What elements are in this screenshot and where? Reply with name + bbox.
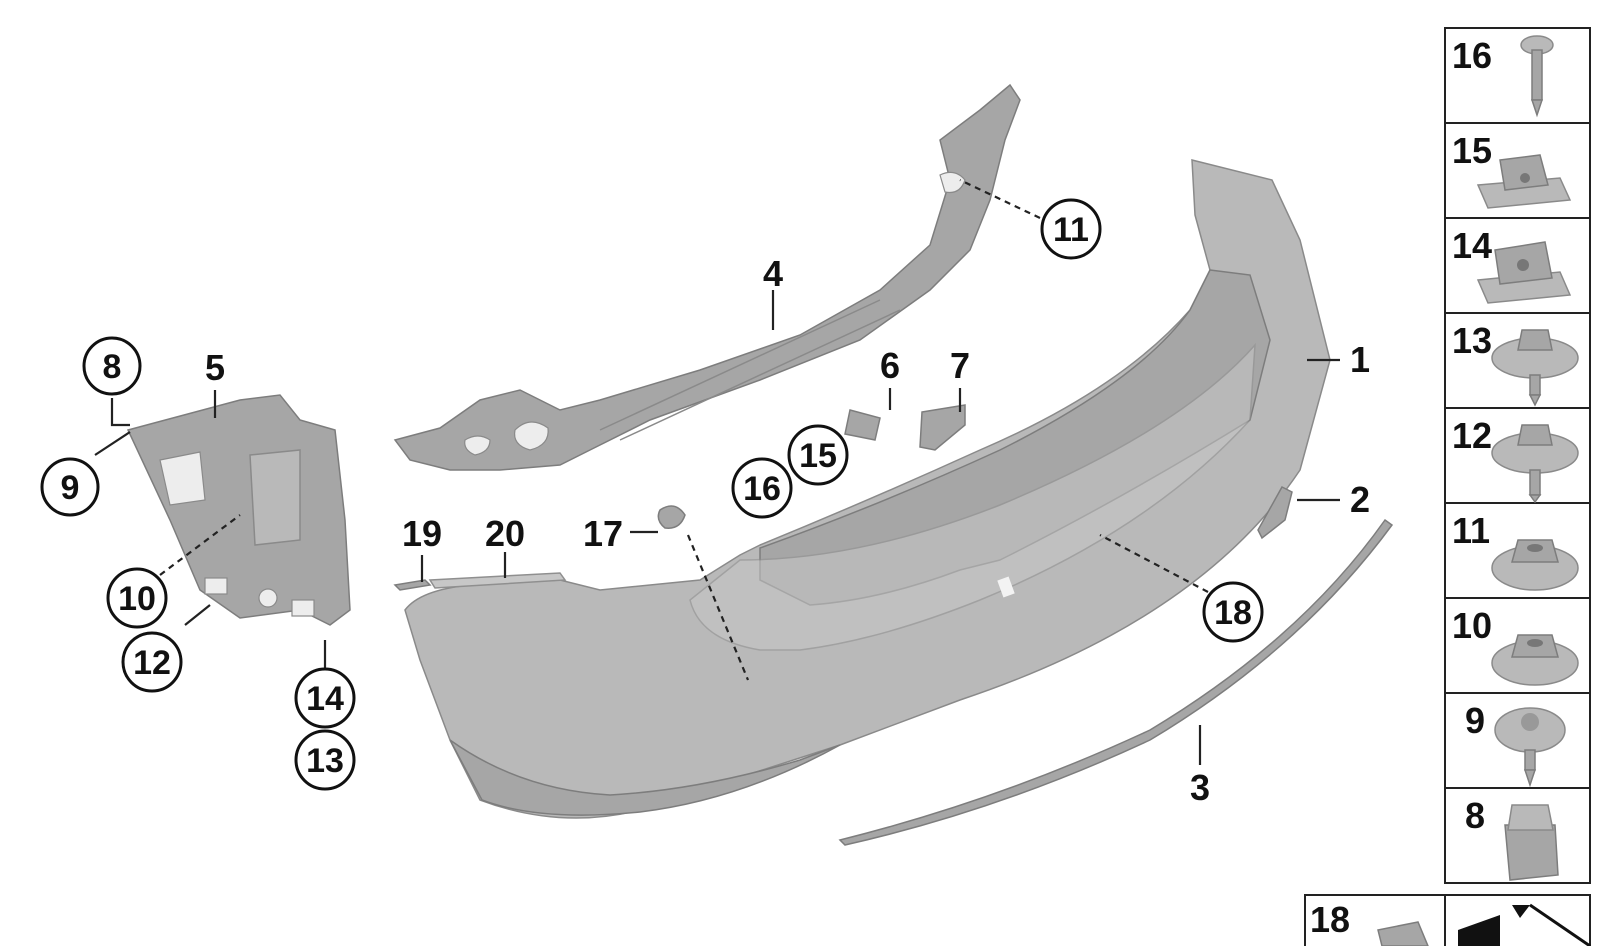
callout-13: 13	[294, 729, 356, 791]
callout-16: 16	[731, 457, 793, 519]
svg-text:6: 6	[880, 345, 900, 386]
orientation-arrow-icon	[1458, 903, 1591, 946]
collar-nut-icon	[1491, 634, 1579, 686]
callout-4: 4	[763, 253, 783, 294]
bumper-cover	[404, 159, 1331, 819]
svg-text:9: 9	[61, 469, 80, 507]
svg-text:19: 19	[402, 513, 442, 554]
svg-text:4: 4	[763, 253, 783, 294]
svg-text:12: 12	[1452, 415, 1492, 456]
svg-text:14: 14	[1452, 225, 1492, 266]
svg-text:16: 16	[743, 470, 781, 508]
svg-text:14: 14	[306, 680, 344, 718]
collar-screw-icon	[1491, 329, 1579, 407]
callout-7: 7	[950, 345, 970, 386]
callout-20: 20	[485, 513, 525, 554]
callout-12: 12	[121, 631, 183, 693]
svg-text:12: 12	[133, 644, 171, 682]
svg-text:17: 17	[583, 513, 623, 554]
svg-text:15: 15	[799, 437, 837, 475]
callout-6: 6	[880, 345, 900, 386]
side-bracket	[126, 394, 351, 626]
callout-17: 17	[583, 513, 623, 554]
callout-18: 18	[1202, 581, 1264, 643]
svg-text:5: 5	[205, 347, 225, 388]
collar-nut-icon	[1491, 539, 1579, 591]
spire-nut-icon	[1504, 804, 1559, 881]
callouts: 1 2 3 4 5 6 7 8 9 10 11 12 13	[40, 198, 1370, 808]
svg-text:7: 7	[950, 345, 970, 386]
callout-14: 14	[294, 667, 356, 729]
callout-19: 19	[402, 513, 442, 554]
callout-11: 11	[1040, 198, 1102, 260]
part-2-bracket	[1257, 486, 1293, 540]
part-17-grommet	[657, 505, 686, 529]
part-3-trim-strip	[838, 518, 1394, 846]
screw-icon	[1520, 35, 1554, 118]
svg-text:10: 10	[1452, 605, 1492, 646]
part-7-bracket	[919, 404, 966, 451]
leader-lines	[94, 179, 1340, 765]
callout-2: 2	[1350, 479, 1370, 520]
clip-icon	[1377, 921, 1429, 946]
svg-text:15: 15	[1452, 130, 1492, 171]
callout-5: 5	[205, 347, 225, 388]
svg-text:1: 1	[1350, 339, 1370, 380]
bumper-carrier	[393, 83, 1021, 471]
svg-text:3: 3	[1190, 767, 1210, 808]
svg-text:18: 18	[1310, 899, 1350, 940]
part-20-trim	[428, 572, 567, 589]
callout-1: 1	[1350, 339, 1370, 380]
callout-3: 3	[1190, 767, 1210, 808]
bottom-row: 18	[1304, 894, 1591, 946]
svg-text:11: 11	[1452, 510, 1490, 551]
svg-text:13: 13	[1452, 320, 1492, 361]
callout-10: 10	[106, 567, 168, 629]
clip-nut-icon	[1476, 154, 1572, 209]
svg-text:8: 8	[103, 348, 122, 386]
svg-text:11: 11	[1053, 211, 1089, 249]
svg-text:10: 10	[118, 580, 156, 618]
collar-screw-icon	[1491, 424, 1579, 504]
svg-text:2: 2	[1350, 479, 1370, 520]
fastener-table: 16 15 14 13 12 11 10 9 8	[1444, 27, 1591, 884]
callout-8: 8	[82, 336, 142, 396]
svg-text:18: 18	[1214, 594, 1252, 632]
fastener-cell-18	[1304, 894, 1446, 946]
collar-screw-icon	[1494, 707, 1566, 788]
svg-text:16: 16	[1452, 35, 1492, 76]
clip-nut-icon	[1476, 241, 1572, 304]
part-6-bracket	[844, 409, 881, 441]
callout-9: 9	[40, 457, 100, 517]
callout-15: 15	[787, 424, 849, 486]
svg-text:8: 8	[1465, 795, 1485, 836]
svg-text:13: 13	[306, 742, 344, 780]
svg-text:9: 9	[1465, 700, 1485, 741]
part-19-trim	[393, 579, 432, 591]
svg-text:20: 20	[485, 513, 525, 554]
